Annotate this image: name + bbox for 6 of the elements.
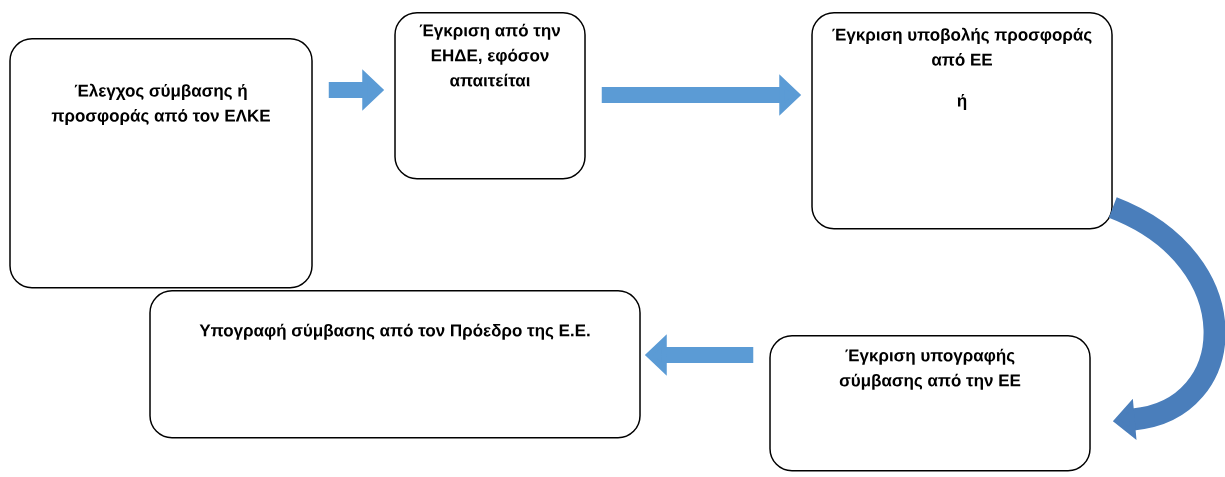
curved-arrow bbox=[1108, 197, 1225, 440]
process-box: Υπογραφή σύμβασης από τον Πρόεδρο της Ε.Ε. bbox=[149, 290, 641, 439]
process-box: Έλεγχος σύμβασης ή προσφοράς από τον ΕΛΚΕ bbox=[9, 38, 313, 289]
process-box: Έγκριση υπογραφής σύμβασης από την ΕΕ bbox=[769, 335, 1091, 472]
process-box: Έγκριση υποβολής προσφοράς από ΕΕ ή bbox=[811, 12, 1113, 230]
process-box: Έγκριση από την ΕΗΔΕ, εφόσον απαιτείται bbox=[394, 12, 586, 180]
